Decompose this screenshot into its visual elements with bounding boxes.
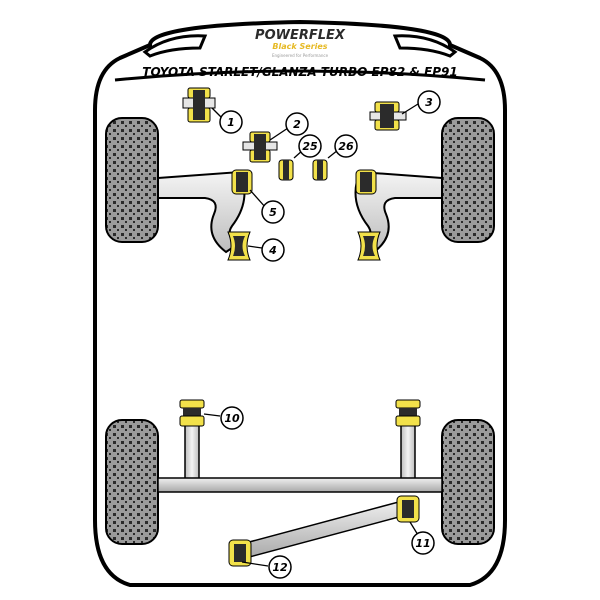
callout-3-label: 3 — [425, 96, 433, 109]
diagram-title: TOYOTA STARLET/GLANZA TURBO EP82 & EP91 — [142, 65, 457, 79]
callout-25-label: 25 — [302, 140, 318, 153]
bush-25 — [278, 159, 294, 181]
rear-left-trailing-link — [184, 419, 200, 483]
right-headlight — [392, 34, 458, 58]
rear-right-trailing-link — [400, 419, 416, 483]
callout-26: 26 — [334, 134, 358, 158]
bush-5-right — [355, 169, 377, 195]
callout-10-label: 10 — [224, 412, 240, 425]
bush-11 — [396, 495, 420, 523]
front-right-tyre — [441, 117, 495, 243]
bush-1 — [182, 87, 216, 123]
callout-1: 1 — [219, 110, 243, 134]
bush-5-left — [231, 169, 253, 195]
rear-axle-beam — [157, 477, 443, 493]
callout-4-label: 4 — [268, 244, 277, 257]
bush-4-left — [227, 231, 251, 261]
callout-3: 3 — [417, 90, 441, 114]
bush-10-right — [395, 399, 421, 427]
callout-4: 4 — [261, 238, 285, 262]
callout-11: 11 — [411, 531, 435, 555]
bush-3 — [369, 101, 407, 131]
callout-2: 2 — [285, 112, 309, 136]
callout-12: 12 — [268, 555, 292, 579]
bush-10-left — [179, 399, 205, 427]
front-left-tyre — [105, 117, 159, 243]
bush-26 — [312, 159, 328, 181]
callout-5-label: 5 — [269, 206, 277, 219]
callout-10: 10 — [220, 406, 244, 430]
logo-text: POWERFLEX — [255, 28, 346, 43]
callout-2-label: 2 — [293, 118, 301, 131]
callout-25: 25 — [298, 134, 322, 158]
front-left-wishbone — [157, 170, 246, 254]
callout-12-label: 12 — [272, 561, 288, 574]
callout-5: 5 — [261, 200, 285, 224]
rear-left-tyre — [105, 419, 159, 545]
left-headlight — [142, 34, 208, 58]
bush-2 — [242, 131, 278, 163]
rear-right-tyre — [441, 419, 495, 545]
callout-1-label: 1 — [227, 116, 235, 129]
bush-4-right — [357, 231, 381, 261]
car-body-inner-line — [114, 69, 486, 82]
callout-11-label: 11 — [415, 537, 430, 550]
logo-tagline: Engineered for Performance — [272, 53, 329, 58]
bush-12 — [228, 539, 252, 567]
logo-subtext: Black Series — [272, 42, 327, 51]
powerflex-logo: POWERFLEX Black Series Engineered for Pe… — [248, 26, 352, 58]
callout-26-label: 26 — [338, 140, 354, 153]
